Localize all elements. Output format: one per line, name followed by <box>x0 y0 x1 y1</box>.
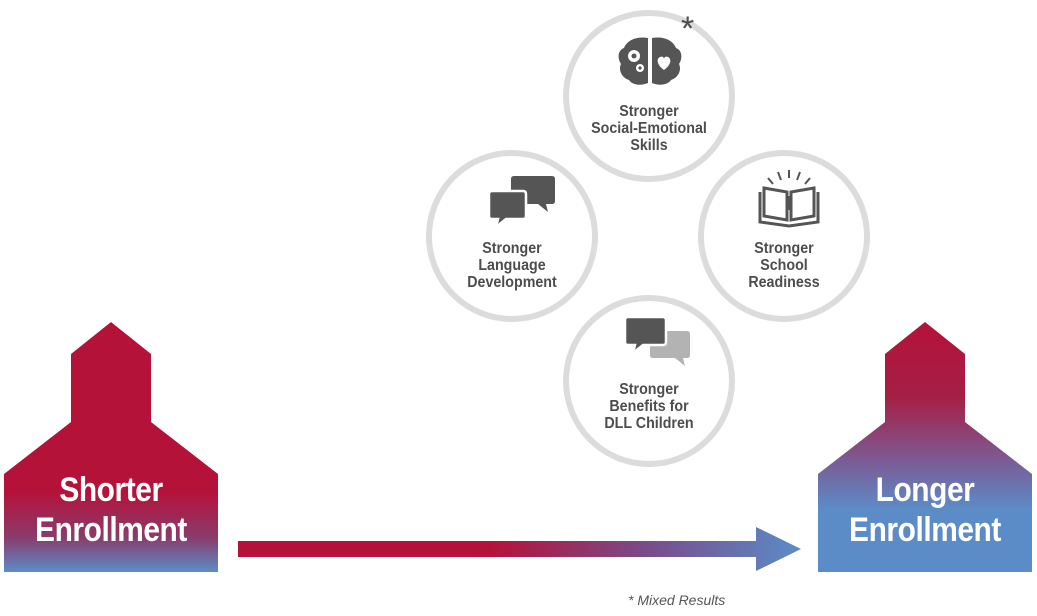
dll-line1: Stronger <box>619 381 679 398</box>
social-emotional-circle: * Stronger Social-Emotional Skills <box>563 10 735 182</box>
speech-bubbles-icon <box>487 174 558 237</box>
language-line3: Development <box>467 274 557 291</box>
longer-enrollment-line1: Longer <box>875 471 975 509</box>
mixed-results-marker: * <box>681 10 695 48</box>
dll-children-circle: Stronger Benefits for DLL Children <box>563 295 735 467</box>
dll-line3: DLL Children <box>604 415 694 432</box>
social-emotional-line2: Social-Emotional <box>591 120 707 137</box>
shorter-enrollment-house: Shorter Enrollment <box>4 322 218 572</box>
language-development-circle: Stronger Language Development <box>426 150 598 322</box>
house-shape-red <box>4 322 218 572</box>
mixed-results-footnote: * Mixed Results <box>628 592 726 608</box>
open-book-icon <box>756 168 822 233</box>
longer-enrollment-label: Longer Enrollment <box>831 470 1019 550</box>
shorter-enrollment-label: Shorter Enrollment <box>17 470 205 550</box>
social-emotional-line1: Stronger <box>619 103 679 120</box>
dual-speech-bubbles-icon <box>623 315 693 376</box>
school-readiness-line1: Stronger <box>754 240 814 257</box>
school-readiness-line3: Readiness <box>748 274 820 291</box>
school-readiness-circle: Stronger School Readiness <box>698 150 870 322</box>
longer-enrollment-line2: Enrollment <box>849 511 1001 549</box>
brain-gears-heart-icon <box>615 34 685 93</box>
dll-children-label: Stronger Benefits for DLL Children <box>575 381 722 432</box>
longer-enrollment-house: Longer Enrollment <box>818 322 1032 572</box>
social-emotional-line3: Skills <box>630 137 668 154</box>
dll-line2: Benefits for <box>609 398 689 415</box>
shorter-enrollment-line2: Enrollment <box>35 511 187 549</box>
shorter-enrollment-line1: Shorter <box>59 471 163 509</box>
language-line2: Language <box>478 257 546 274</box>
social-emotional-label: Stronger Social-Emotional Skills <box>575 103 722 154</box>
school-readiness-label: Stronger School Readiness <box>710 240 857 291</box>
progress-arrow <box>238 527 801 571</box>
house-shape-blue <box>818 322 1032 572</box>
language-line1: Stronger <box>482 240 542 257</box>
school-readiness-line2: School <box>760 257 808 274</box>
language-development-label: Stronger Language Development <box>438 240 585 291</box>
